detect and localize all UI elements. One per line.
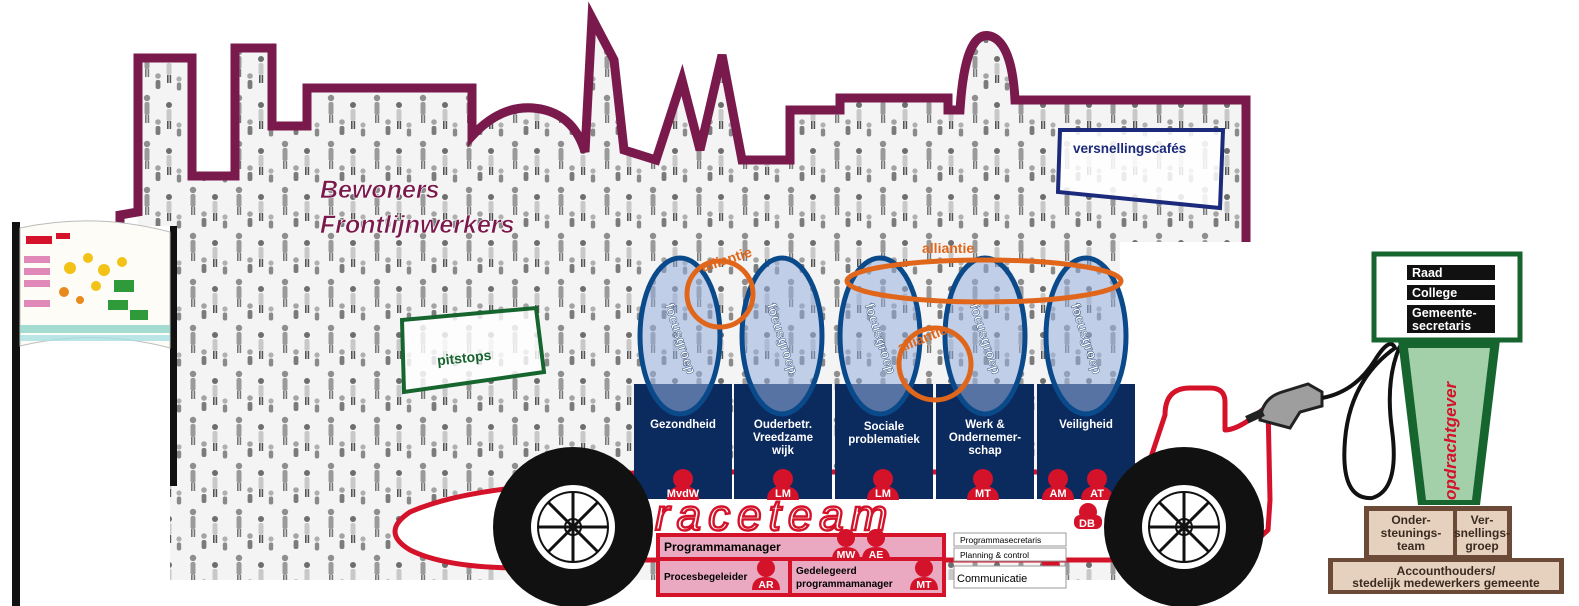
pitstops-box: pitstops	[399, 305, 547, 395]
lead-person-body	[667, 486, 699, 500]
account-holders-line2: stedelijk medewerkers gemeente	[1352, 576, 1540, 590]
theme-label-2-line2: Vreedzame	[753, 432, 813, 444]
lead-tag: MvdW	[667, 488, 700, 500]
account-holders-line1: Accounthouders/	[1397, 564, 1496, 578]
lead-tag: LM	[775, 488, 791, 500]
frontline-workers-label: Frontlijnwerkers	[320, 211, 515, 239]
lead-person-body	[1081, 486, 1113, 500]
process-facilitator-label: Procesbegeleider	[664, 572, 747, 583]
person-body	[910, 577, 938, 590]
residents-label: Bewoners	[320, 176, 440, 204]
theme-label-2-line3: wijk	[771, 445, 794, 457]
lead-tag: MT	[975, 488, 991, 500]
pump-base: Onder- steunings- team Ver- snellings- g…	[1328, 506, 1564, 594]
focus-group-ellipse-2	[739, 255, 825, 417]
pitstops-label: pitstops	[436, 347, 492, 369]
person-tag: MT	[916, 579, 932, 591]
person-icon	[867, 529, 885, 547]
lead-person-icon	[1087, 469, 1107, 489]
theme-label-4-line3: schap	[968, 445, 1001, 457]
management-panel: Programmamanager Procesbegeleider Gedele…	[656, 533, 946, 597]
role-box-2	[1407, 285, 1495, 300]
program-manager-label: Programmamanager	[664, 540, 781, 554]
raceteam-label: raceteam	[655, 491, 894, 540]
lead-tag: LM	[875, 488, 891, 500]
theme-label-1-line1: Gezondheid	[650, 419, 716, 431]
support-team-line1: Onder-	[1391, 513, 1430, 527]
person-body	[752, 577, 780, 590]
focus-group-ellipse-1	[637, 255, 723, 417]
person-body	[832, 547, 860, 560]
theme-label-2-line1: Ouderbetr.	[754, 419, 812, 431]
lead-person-body	[867, 486, 899, 500]
lead-person-body	[967, 486, 999, 500]
accel-group-line1: Ver-	[1471, 513, 1494, 527]
role-label-1: Raad	[1412, 266, 1443, 280]
alliance-label-2: alliantie	[922, 240, 974, 256]
accel-group-line3: groep	[1465, 539, 1498, 553]
front-wheel	[493, 447, 653, 606]
accel-group-line2: snellings-	[1454, 526, 1510, 540]
theme-label-3-line2: problematiek	[848, 434, 920, 446]
lead-person-icon	[873, 469, 893, 489]
person-tag: AR	[758, 579, 774, 591]
city-skyline-outline	[115, 1, 1251, 242]
db-badge	[1074, 515, 1102, 529]
person-icon	[915, 559, 933, 577]
person-body	[862, 547, 890, 560]
theme-label-3-line1: Sociale	[864, 421, 904, 433]
lead-tag: AT	[1090, 488, 1104, 500]
acceleration-cafes-box: versnellingscafés	[1055, 128, 1226, 211]
lead-tag: AM	[1049, 488, 1066, 500]
secretary-label: Programmasecretaris	[960, 535, 1041, 545]
client-label: opdrachtgever	[1441, 381, 1460, 500]
person-tag: MW	[837, 549, 856, 561]
theme-label-5-line1: Veiligheid	[1059, 419, 1113, 431]
person-icon	[757, 559, 775, 577]
lead-person-icon	[1048, 469, 1068, 489]
support-team-line3: team	[1397, 539, 1425, 553]
theme-label-4-line2: Ondernemer-	[949, 432, 1021, 444]
communication-label: Communicatie	[957, 573, 1027, 585]
roadmap-flag	[12, 220, 177, 606]
db-tag: DB	[1079, 518, 1095, 530]
person-icon	[837, 529, 855, 547]
theme-label-4-line1: Werk &	[965, 419, 1004, 431]
support-staff-panel: Programmasecretaris Planning & control C…	[953, 532, 1067, 589]
delegated-line1: Gedelegeerd	[796, 566, 857, 577]
fuel-nozzle-icon	[1245, 342, 1402, 501]
lead-person-body	[767, 486, 799, 500]
lead-person-icon	[673, 469, 693, 489]
lead-person-icon	[773, 469, 793, 489]
planning-label: Planning & control	[960, 550, 1029, 560]
rear-wheel	[1104, 447, 1264, 606]
role-box-1	[1407, 265, 1495, 280]
role-label-4: secretaris	[1412, 319, 1471, 333]
role-box-3	[1407, 305, 1495, 333]
support-team-line2: steunings-	[1381, 526, 1442, 540]
person-tag: AE	[869, 549, 884, 561]
role-label-2: College	[1412, 286, 1457, 300]
delegated-line2: programmamanager	[796, 579, 893, 590]
lead-person-body	[1042, 486, 1074, 500]
acceleration-cafes-label: versnellingscafés	[1073, 141, 1186, 156]
role-label-3: Gemeente-	[1412, 306, 1477, 320]
lead-person-icon	[973, 469, 993, 489]
